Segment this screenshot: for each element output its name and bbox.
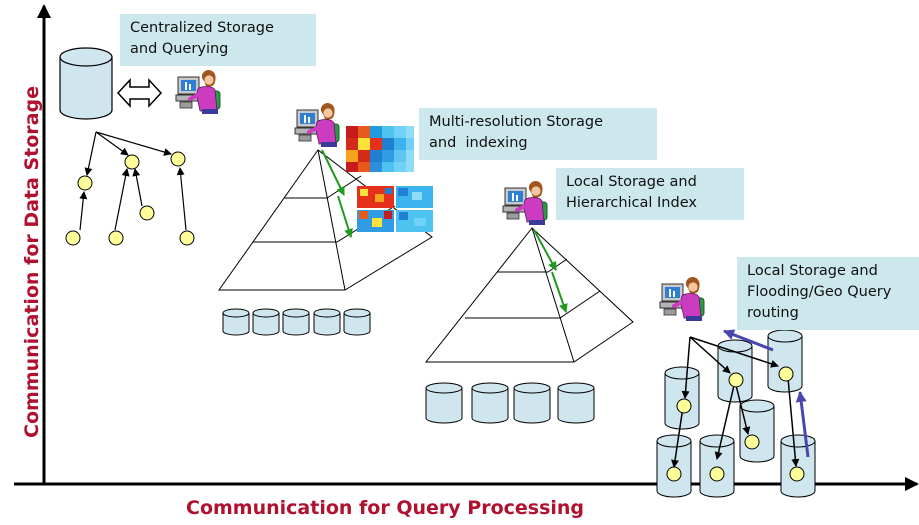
centralized-scheme [59,47,222,246]
storage-cylinder [664,366,700,430]
sensor-node [744,434,760,450]
storage-cylinder [252,308,280,336]
sensor-node [778,366,794,382]
storage-cylinder [222,308,250,336]
sensor-node [170,151,186,167]
sensor-tree [79,131,187,231]
response-path [723,329,810,458]
double-arrow-icon [116,78,163,108]
callout-line: and Querying [130,41,229,57]
storage-cylinder [313,308,341,336]
sensor-node [179,230,195,246]
storage-cylinder [471,382,509,424]
y-axis-label: Communication for Data Storage [21,86,43,438]
sensor-node [124,154,140,170]
storage-cylinder [780,434,816,498]
callout-line: Local Storage and [747,263,878,279]
sensor-node [709,466,725,482]
storage-cylinder [282,308,310,336]
user-at-computer-icon [293,101,341,149]
heatmap-icon [357,186,433,232]
storage-cylinder [425,382,463,424]
callout-line: Multi-resolution Storage [429,114,603,130]
storage-cylinder [767,329,803,393]
flooding-scheme [656,275,816,498]
database-icon [59,47,113,120]
callout-multiresolution: Multi-resolution Storage and indexing [419,108,657,160]
callout-local-hierarchical: Local Storage and Hierarchical Index [556,168,744,220]
storage-cylinders [222,308,371,336]
sensor-nodes [666,366,805,482]
storage-cylinder [343,308,371,336]
flood-arrows [671,336,800,468]
user-at-computer-icon [174,68,222,116]
sensor-node [676,398,692,414]
query-path [321,149,353,238]
callout-line: Local Storage and [566,174,697,190]
storage-cylinder [699,434,735,498]
query-path [533,229,568,313]
storage-cylinders [425,382,595,424]
callout-line: Centralized Storage [130,20,274,36]
user-at-computer-icon [501,179,549,227]
storage-cylinder [717,339,753,403]
storage-cylinder [557,382,595,424]
storage-cylinder [513,382,551,424]
callout-line: routing [747,305,799,321]
sensor-node [108,230,124,246]
callout-line: Hierarchical Index [566,195,697,211]
user-at-computer-icon [658,275,706,323]
x-axis-label: Communication for Query Processing [186,497,585,519]
callout-line: Flooding/Geo Query [747,284,892,300]
callout-flooding: Local Storage and Flooding/Geo Query rou… [737,257,919,330]
sensor-node [789,466,805,482]
pyramid [424,227,634,363]
callout-line: and indexing [429,135,528,151]
sensor-node [728,372,744,388]
hierarchical-index-scheme [424,179,634,424]
sensor-nodes [65,151,195,246]
heatmap-icon [346,126,414,172]
sensor-node [139,205,155,221]
sensor-node [65,230,81,246]
callout-centralized: Centralized Storage and Querying [120,14,316,66]
multiresolution-scheme [218,101,433,336]
sensor-node [77,175,93,191]
sensor-node [666,466,682,482]
storage-cylinder [739,399,775,463]
